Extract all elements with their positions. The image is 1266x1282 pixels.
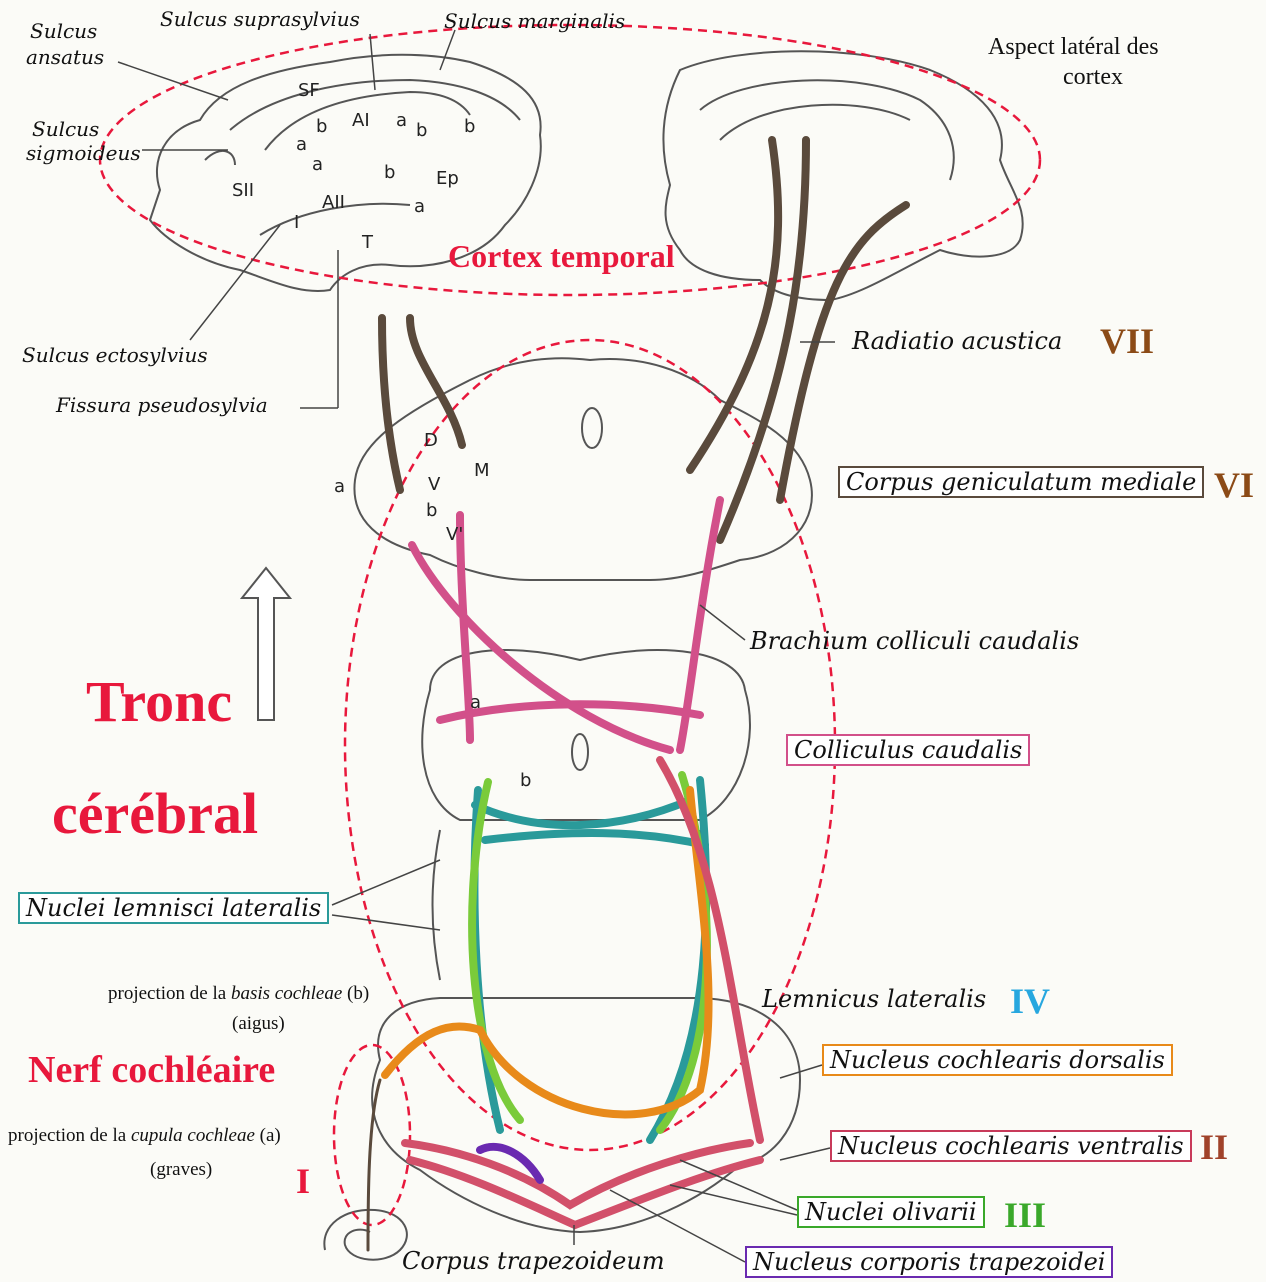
label-sulcus-ansatus-1: Sulcus: [30, 20, 97, 42]
label-nucleus-ventralis: Nucleus cochlearis ventralis: [830, 1130, 1192, 1162]
pathway-brown-left-2: [410, 318, 462, 445]
area-b-6: b: [520, 770, 531, 791]
area-v: V: [428, 474, 440, 495]
label-sulcus-sigmoideus-1: Sulcus: [32, 118, 99, 140]
label-projection-cupula: projection de la cupula cochleae (a): [8, 1126, 281, 1147]
region-nerf-cochleaire: Nerf cochléaire: [28, 1048, 275, 1092]
label-sulcus-sigmoideus-2: sigmoideus: [26, 142, 141, 164]
label-sulcus-suprasylvius: Sulcus suprasylvius: [160, 8, 360, 30]
label-nucleus-dorsalis: Nucleus cochlearis dorsalis: [822, 1044, 1173, 1076]
region-tronc-line1: Tronc: [86, 668, 232, 735]
label-colliculus-caudalis: Colliculus caudalis: [786, 734, 1030, 766]
label-lemnicus-lateralis: Lemnicus lateralis: [762, 986, 986, 1012]
level-i: I: [296, 1160, 310, 1202]
area-a-3: a: [312, 154, 323, 175]
area-i: I: [294, 212, 299, 233]
leader-ventralis: [780, 1148, 830, 1160]
region-tronc-line2: cérébral: [52, 780, 258, 847]
level-iii: III: [1004, 1194, 1046, 1236]
area-m: M: [474, 460, 490, 481]
label-sulcus-ansatus-2: ansatus: [26, 46, 104, 68]
projection-cupula-term: cupula cochleae: [131, 1125, 255, 1146]
thalamus-outline: [354, 358, 811, 580]
leader-sulcus-ectosylvius: [190, 225, 280, 340]
area-sf: SF: [298, 80, 320, 101]
area-b-4: b: [384, 162, 395, 183]
pathway-brown-left-1: [382, 318, 400, 490]
pathway-brown-right-1: [720, 140, 806, 540]
midline-oval-middle: [572, 734, 588, 770]
label-nuclei-olivarii: Nuclei olivarii: [797, 1196, 985, 1228]
right-cortex-sulcus-2: [720, 105, 910, 140]
projection-basis-prefix: projection de la: [108, 983, 231, 1004]
leader-lemnisci-2: [332, 915, 440, 930]
left-cortex-sulcus-3: [205, 151, 235, 165]
label-nucleus-corporis: Nucleus corporis trapezoidei: [745, 1246, 1113, 1278]
right-cortex-sulcus-1: [700, 80, 954, 180]
leader-sulcus-marginalis: [440, 30, 455, 70]
cochlea-spiral: [324, 1210, 407, 1260]
title-line-2: cortex: [1063, 64, 1123, 90]
area-b-1: b: [316, 116, 327, 137]
pathway-teal-1: [475, 800, 690, 825]
level-vi: VI: [1214, 464, 1254, 506]
label-graves: (graves): [150, 1160, 212, 1181]
label-corpus-trapezoideum: Corpus trapezoideum: [402, 1248, 665, 1274]
label-corpus-geniculatum: Corpus geniculatum mediale: [838, 466, 1204, 498]
label-radiatio-acustica: Radiatio acustica: [852, 328, 1062, 354]
midline-oval-upper: [582, 408, 602, 448]
area-a-1: a: [296, 134, 307, 155]
area-b-2: b: [416, 120, 427, 141]
projection-basis-suffix: (b): [342, 983, 369, 1004]
label-nuclei-lemnisci: Nuclei lemnisci lateralis: [18, 892, 329, 924]
level-iv: IV: [1010, 980, 1050, 1022]
label-brachium-colliculi: Brachium colliculi caudalis: [750, 628, 1079, 654]
label-sulcus-marginalis: Sulcus marginalis: [444, 10, 625, 32]
area-b-3: b: [464, 116, 475, 137]
level-vii: VII: [1100, 320, 1154, 362]
projection-cupula-suffix: (a): [255, 1125, 281, 1146]
pathway-teal-4: [485, 833, 705, 845]
label-sulcus-ectosylvius: Sulcus ectosylvius: [22, 344, 208, 366]
leader-brachium: [700, 605, 745, 640]
area-a-2: a: [396, 110, 407, 131]
area-aii: AII: [322, 192, 345, 213]
leader-dorsalis: [780, 1065, 822, 1078]
leader-lemnisci-1: [332, 860, 440, 905]
label-aigus: (aigus): [232, 1014, 285, 1035]
brainstem-region-outline: [345, 340, 835, 1150]
label-projection-basis: projection de la basis cochleae (b): [108, 984, 369, 1005]
label-fissura-pseudosylvia: Fissura pseudosylvia: [56, 394, 268, 416]
level-ii: II: [1200, 1126, 1228, 1168]
projection-basis-term: basis cochleae: [231, 983, 342, 1004]
area-ai: AI: [352, 110, 370, 131]
ascending-arrow: [242, 568, 290, 720]
area-sii: SII: [232, 180, 254, 201]
area-a-4: a: [414, 196, 425, 217]
area-a-6: a: [470, 692, 481, 713]
area-vp: V': [446, 524, 463, 545]
title-line-1: Aspect latéral des: [988, 34, 1159, 60]
area-ep: Ep: [436, 168, 459, 189]
area-b-5: b: [426, 500, 437, 521]
projection-cupula-prefix: projection de la: [8, 1125, 131, 1146]
area-d: D: [424, 430, 438, 451]
area-t: T: [362, 232, 373, 253]
leader-sulcus-ansatus: [118, 62, 228, 100]
area-a-5: a: [334, 476, 345, 497]
region-cortex-temporal: Cortex temporal: [448, 238, 675, 275]
